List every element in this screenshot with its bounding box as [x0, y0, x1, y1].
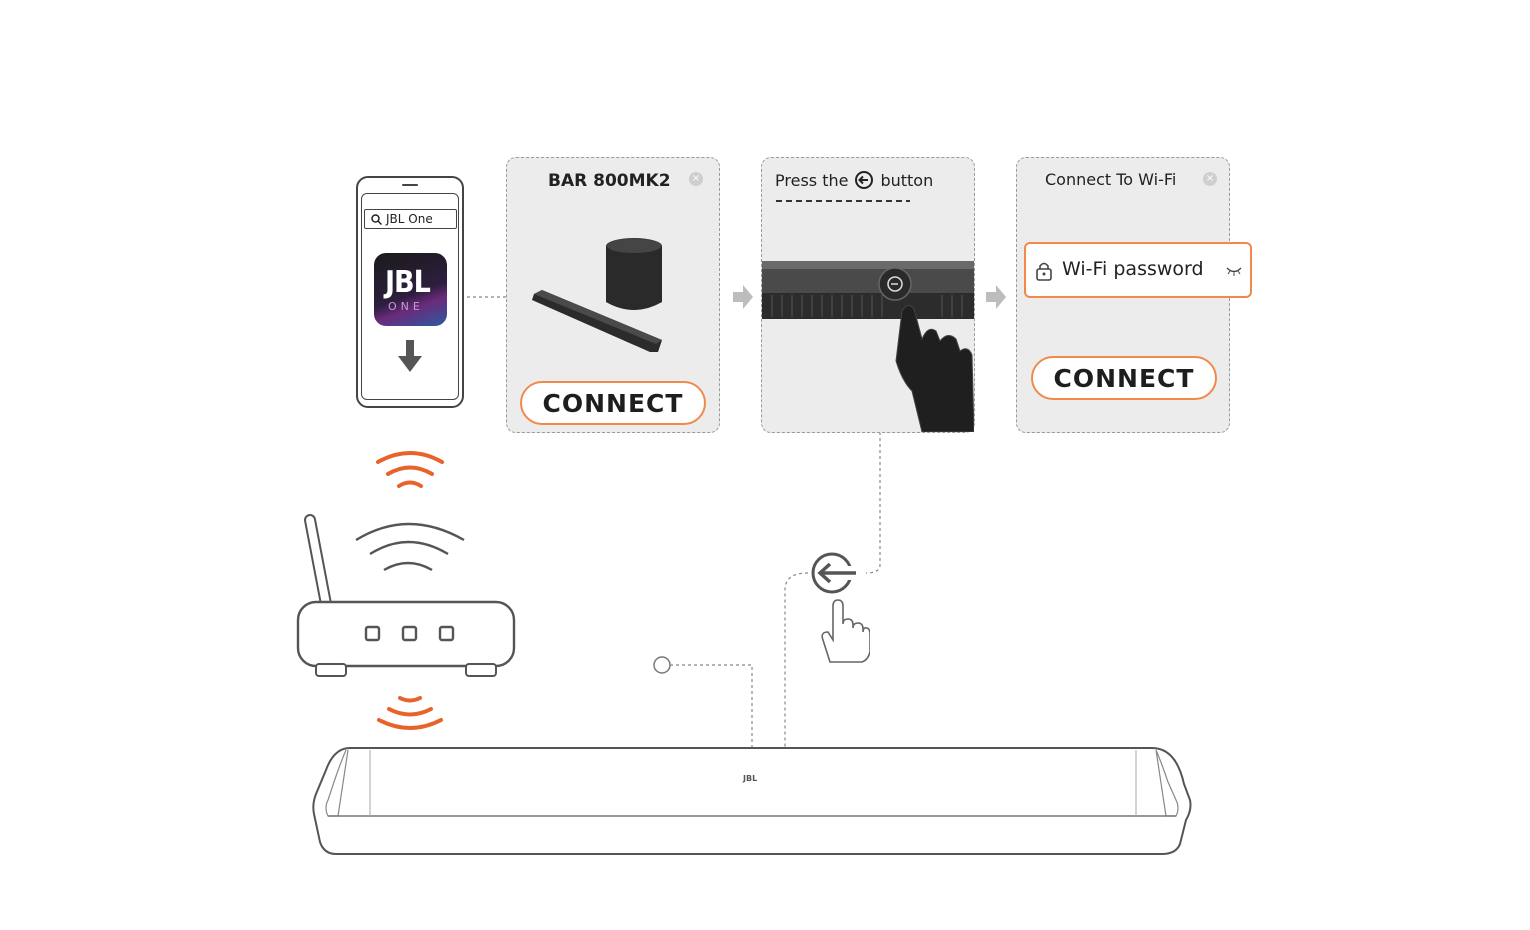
wifi-title: Connect To Wi-Fi	[1045, 170, 1177, 189]
dashed-divider	[776, 200, 910, 202]
app-logo: JBL	[385, 265, 431, 300]
wifi-password-field[interactable]: Wi-Fi password	[1024, 242, 1252, 298]
app-store-search-field[interactable]: JBL One	[364, 209, 457, 229]
wifi-password-label: Wi-Fi password	[1062, 258, 1204, 280]
input-button-hand-icon	[811, 552, 870, 663]
wifi-connect-button[interactable]: CONNECT	[1031, 356, 1217, 400]
download-arrow-icon	[398, 340, 422, 372]
arrow-right-icon	[986, 285, 1006, 309]
soundbar-subwoofer-image	[532, 238, 662, 352]
input-source-icon	[855, 171, 874, 189]
press-title-after: button	[880, 170, 934, 190]
search-text: JBL One	[386, 212, 433, 226]
soundbar-image	[312, 747, 1192, 855]
hand-pressing-button-image	[762, 261, 974, 432]
device-name: BAR 800MK2	[548, 171, 671, 191]
search-icon	[371, 213, 382, 225]
arrow-right-icon	[733, 285, 753, 309]
soundbar-logo: JBL	[743, 774, 758, 783]
wifi-signal-icon	[377, 696, 443, 730]
router-icon	[296, 514, 516, 677]
jbl-one-app-icon[interactable]: JBL ONE	[374, 253, 447, 326]
hidden-eye-icon[interactable]	[1226, 265, 1242, 277]
wifi-signal-icon	[376, 451, 444, 488]
phone-speaker	[402, 184, 418, 186]
press-button-title: Press the button	[775, 170, 933, 190]
connect-button[interactable]: CONNECT	[520, 381, 706, 425]
lock-icon	[1036, 262, 1052, 281]
press-title-before: Press the	[775, 170, 849, 190]
close-icon[interactable]: ×	[1203, 172, 1217, 186]
close-icon[interactable]: ×	[689, 172, 703, 186]
app-sub: ONE	[388, 300, 424, 313]
phone-screen	[361, 193, 459, 400]
